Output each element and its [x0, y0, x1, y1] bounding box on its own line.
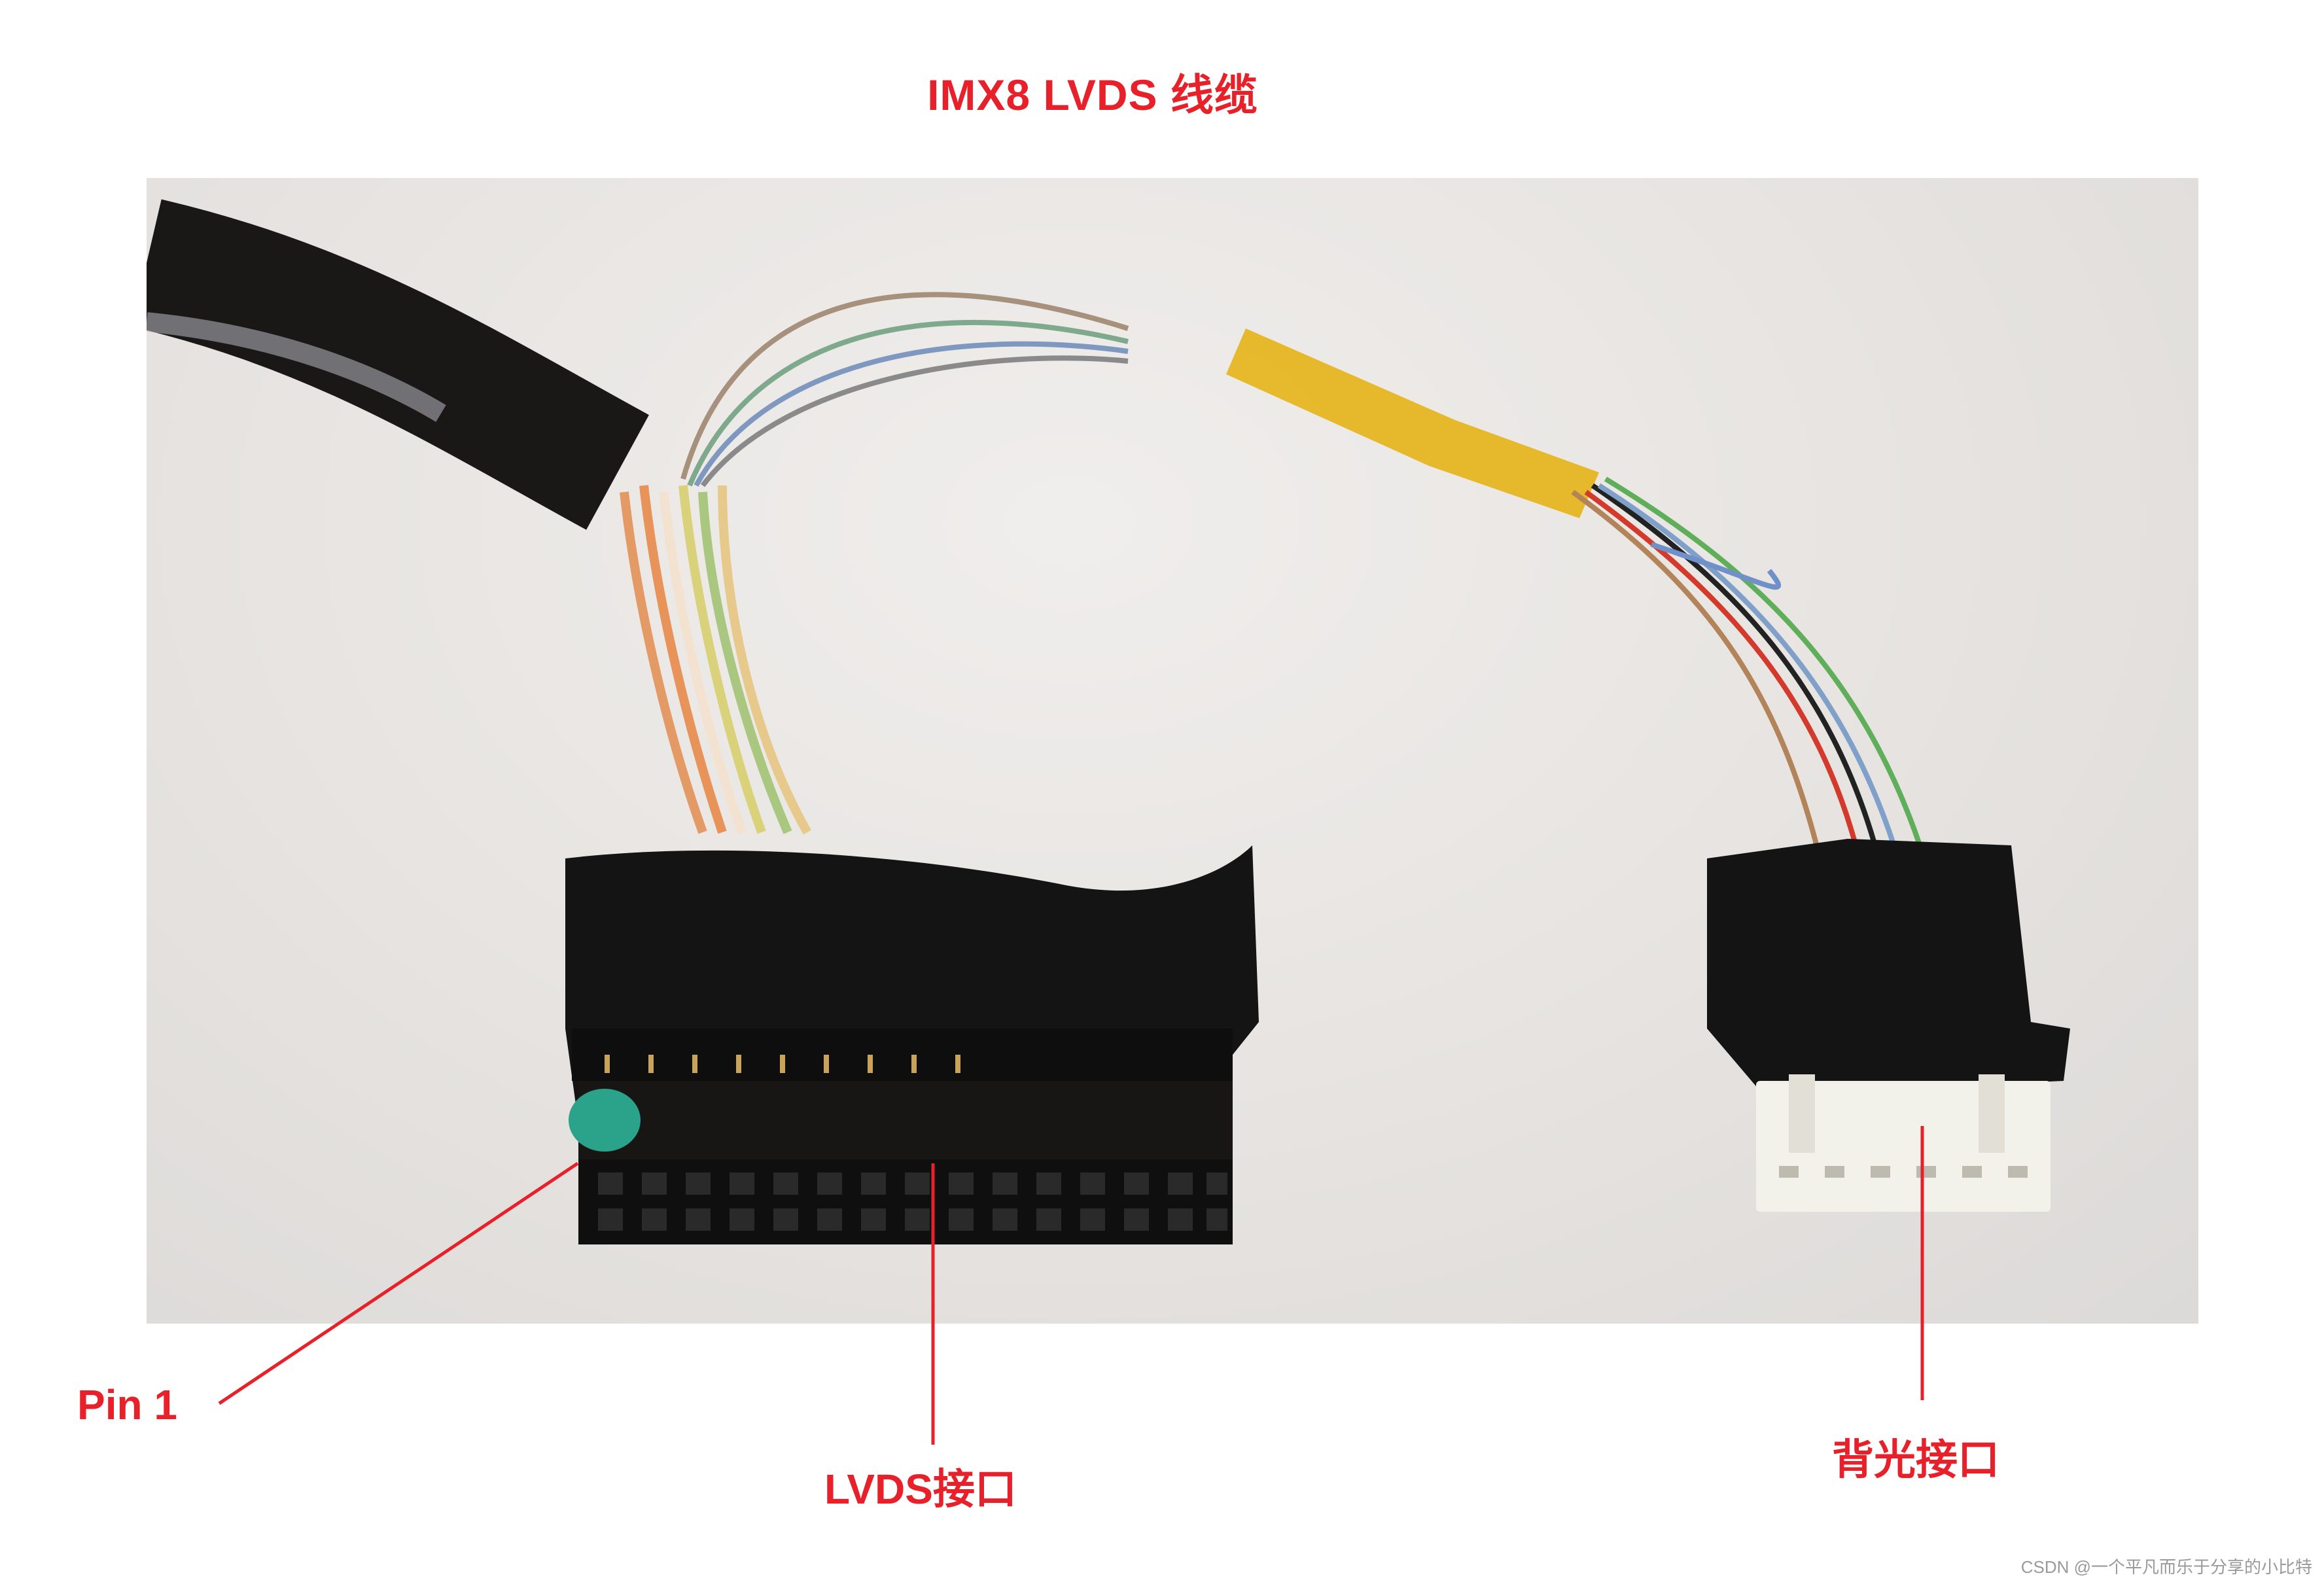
- backlight-wires: [680, 292, 1129, 487]
- backlight-slots: [1779, 1166, 2028, 1178]
- kapton-tape: [1226, 328, 1599, 518]
- lvds-pin-holes: [598, 1172, 1227, 1231]
- cable-photo: [147, 178, 2198, 1324]
- cable-illustration: [147, 199, 2070, 1244]
- backlight-connector-label: 背光接口: [1832, 1436, 1999, 1483]
- page-title: IMX8 LVDS 线缆: [927, 71, 1258, 119]
- twisted-pairs: [620, 485, 812, 835]
- lvds-connector-label: LVDS接口: [824, 1466, 1017, 1513]
- lvds-gold-contacts: [605, 1055, 960, 1073]
- main-cable-jacket: [147, 199, 649, 530]
- lvds-connector: [565, 845, 1259, 1244]
- pin1-marker: [569, 1089, 641, 1152]
- backlight-connector: [1707, 839, 2070, 1212]
- pin1-label: Pin 1: [77, 1381, 177, 1428]
- watermark: CSDN @一个平凡而乐于分享的小比特: [2020, 1557, 2312, 1577]
